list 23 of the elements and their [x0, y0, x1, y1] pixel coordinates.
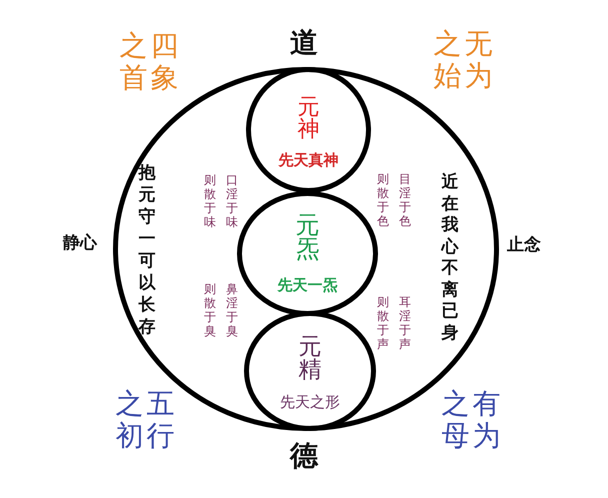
vertical-motto: 抱元守一可以长存	[137, 162, 157, 338]
circle-subtitle: 先天一炁	[278, 277, 338, 294]
corner-label: 无为之始	[432, 28, 494, 92]
inner-circle	[246, 67, 371, 193]
vertical-motto: 近在我心不离已身	[440, 172, 460, 344]
side-label: 止念	[507, 236, 541, 256]
top-label: 道	[290, 27, 318, 60]
circle-subtitle: 先天之形	[280, 394, 340, 412]
circle-title: 元精	[298, 336, 322, 382]
vertical-note: 耳淫于声则散于声	[376, 295, 412, 351]
side-label: 静心	[63, 234, 97, 254]
vertical-note: 口淫于味则散于味	[203, 173, 239, 229]
circle-title: 元神	[296, 97, 320, 141]
corner-label: 有为之母	[440, 388, 502, 452]
vertical-note: 鼻淫于臭则散于臭	[203, 282, 239, 338]
bottom-label: 德	[290, 440, 318, 472]
corner-label: 五行之初	[114, 388, 176, 452]
circle-subtitle: 先天真神	[278, 152, 338, 170]
inner-circle	[244, 311, 376, 431]
circle-title: 元炁	[294, 213, 320, 261]
inner-circle	[237, 191, 378, 316]
corner-label: 四象之首	[118, 30, 180, 94]
vertical-note: 目淫于色则散于色	[376, 172, 412, 228]
